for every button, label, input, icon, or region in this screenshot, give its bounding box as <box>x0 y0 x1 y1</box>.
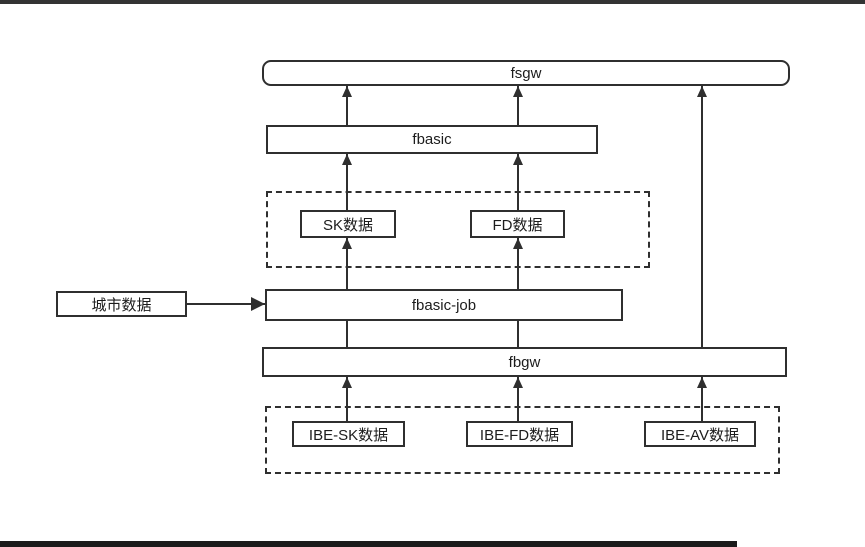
node-ibe-av-data-label: IBE-AV数据 <box>660 426 740 444</box>
node-ibe-sk-data: IBE-SK数据 <box>292 421 405 447</box>
arrow-ibe-fd-to-fbgw <box>513 377 523 421</box>
node-fd-data: FD数据 <box>470 210 565 238</box>
connector-fbgw-to-fbasic-job-left <box>346 321 348 347</box>
arrow-fd-data-to-fbasic <box>513 154 523 210</box>
node-fbasic: fbasic <box>266 125 598 154</box>
top-letterbox-bar <box>0 0 865 4</box>
group-ibe-sources <box>265 406 780 474</box>
node-fsgw-label: fsgw <box>510 64 542 82</box>
node-fbasic-job-label: fbasic-job <box>411 296 477 314</box>
node-fbgw-label: fbgw <box>508 353 541 371</box>
arrow-ibe-av-to-fbgw <box>697 377 707 421</box>
arrow-fbasic-to-fsgw-left <box>342 86 352 125</box>
bottom-letterbox-bar <box>0 541 737 547</box>
arrow-fbgw-to-fsgw <box>697 86 707 347</box>
node-city-data-label: 城市数据 <box>91 296 152 314</box>
arrow-sk-data-to-fbasic <box>342 154 352 210</box>
node-fbasic-label: fbasic <box>412 131 452 148</box>
node-fsgw: fsgw <box>262 60 790 86</box>
arrow-city-data-to-fbasic-job <box>187 297 265 311</box>
node-city-data: 城市数据 <box>56 291 187 317</box>
arrow-fbasic-job-to-sk-data <box>342 238 352 289</box>
node-sk-data-label: SK数据 <box>322 216 373 234</box>
arrow-fbasic-job-to-fd-data <box>513 238 523 289</box>
node-ibe-sk-data-label: IBE-SK数据 <box>308 426 389 444</box>
node-ibe-fd-data-label: IBE-FD数据 <box>479 426 560 444</box>
node-fbasic-job: fbasic-job <box>265 289 623 321</box>
connector-fbgw-to-fbasic-job-right <box>517 321 519 347</box>
group-processed-data <box>266 191 650 268</box>
arrow-fbasic-to-fsgw-right <box>513 86 523 125</box>
node-ibe-fd-data: IBE-FD数据 <box>466 421 573 447</box>
arrow-ibe-sk-to-fbgw <box>342 377 352 421</box>
node-fd-data-label: FD数据 <box>492 216 543 234</box>
node-ibe-av-data: IBE-AV数据 <box>644 421 756 447</box>
node-sk-data: SK数据 <box>300 210 396 238</box>
node-fbgw: fbgw <box>262 347 787 377</box>
